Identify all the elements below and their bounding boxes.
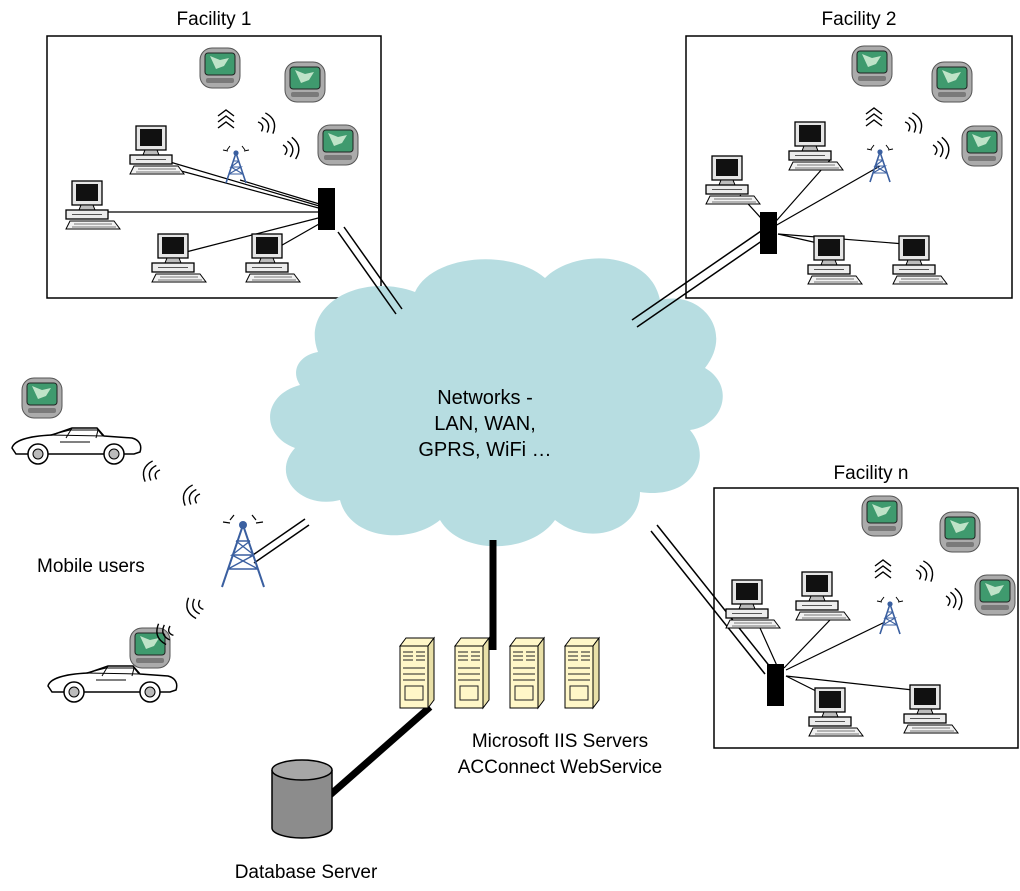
mobile-signal-icon xyxy=(139,458,163,486)
facility-n-pda-1-icon xyxy=(861,495,903,537)
mobile-car-1-icon xyxy=(11,427,142,465)
mobile-car-2-icon xyxy=(47,665,178,703)
cloud-line-2: LAN, WAN, xyxy=(434,413,536,435)
iis-server-4 xyxy=(564,637,600,709)
facility-2-hub xyxy=(760,212,777,254)
facility-2-pda-1-icon xyxy=(851,45,893,87)
facility-n-label: Facility n xyxy=(834,463,909,484)
iis-server-3 xyxy=(509,637,545,709)
cloud-line-1: Networks - xyxy=(437,387,533,409)
uplink-facility-2 xyxy=(631,228,770,328)
network-cloud xyxy=(270,258,723,547)
facility-1-pda-1-icon xyxy=(199,47,241,89)
facility-n-hub xyxy=(767,664,784,706)
facility-1-label: Facility 1 xyxy=(177,9,252,30)
facility-1-hub xyxy=(318,188,335,230)
uplink-facility-n xyxy=(650,524,772,675)
servers-label-line-1: Microsoft IIS Servers xyxy=(472,731,648,752)
database-label: Database Server xyxy=(235,862,378,883)
uplink-mobile-tower xyxy=(249,518,310,564)
link-database xyxy=(327,704,433,798)
mobile-users-label: Mobile users xyxy=(37,556,145,577)
iis-server-2 xyxy=(454,637,490,709)
cell-tower-icon xyxy=(221,514,265,588)
mobile-signal-icon xyxy=(179,482,203,510)
uplink-facility-1 xyxy=(337,226,403,315)
facility-1-pda-2-icon xyxy=(284,61,326,103)
facility-2-pda-2-icon xyxy=(931,61,973,103)
facility-1-pda-3-icon xyxy=(317,124,359,166)
facility-2-pda-3-icon xyxy=(961,125,1003,167)
facility-2-label: Facility 2 xyxy=(822,9,897,30)
facility-n-pda-2-icon xyxy=(939,511,981,553)
facility-n-pda-3-icon xyxy=(974,574,1016,616)
database-cylinder-icon xyxy=(271,759,333,839)
servers-label-line-2: ACConnect WebService xyxy=(458,757,663,778)
iis-server-1 xyxy=(399,637,435,709)
mobile-signal-icon xyxy=(183,593,207,621)
mobile-pda-1-icon xyxy=(21,377,63,419)
cloud-line-3: GPRS, WiFi … xyxy=(418,439,551,461)
